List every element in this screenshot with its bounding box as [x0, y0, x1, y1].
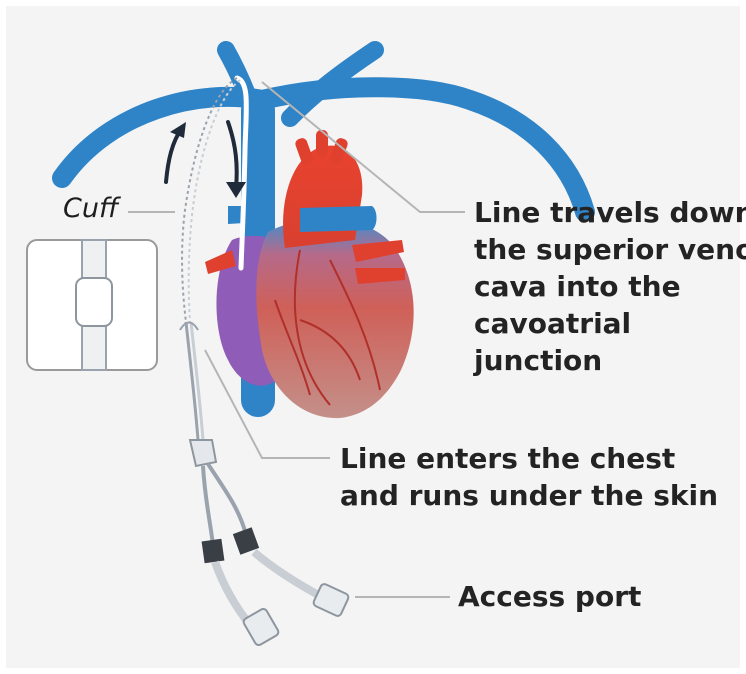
cuff-inset: [27, 240, 157, 370]
clamp-left: [202, 539, 225, 564]
cuff-detail: [76, 278, 112, 326]
cuff-label: Cuff: [63, 193, 118, 224]
access-port-label: Access port: [458, 578, 641, 615]
pulmonary-trunk: [300, 206, 377, 232]
chest-label: Line enters the chest and runs under the…: [340, 440, 718, 514]
svc-label: Line travels down the superior veno cava…: [474, 194, 746, 379]
